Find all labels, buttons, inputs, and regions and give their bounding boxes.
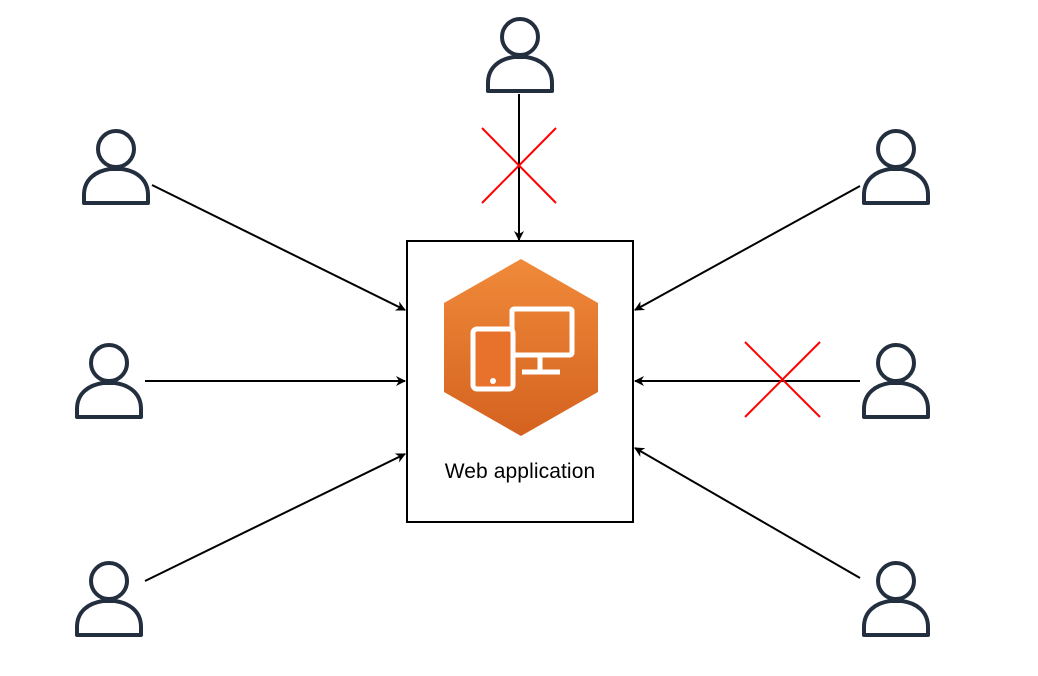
user-icon-top [486,17,554,93]
user-icon-right-middle [862,343,930,419]
user-icon-right-top [862,129,930,205]
user-icon-left-middle [75,343,143,419]
user-icon-right-bottom [862,561,930,637]
arrow-right-bottom [634,447,861,579]
arrow-right-top [634,185,861,311]
devices-icon [444,259,598,436]
blocked-x-icon-top [481,127,557,204]
user-icon-left-bottom [75,561,143,637]
blocked-x-icon-right [744,341,821,418]
user-icon-left-top [82,129,150,205]
web-application-label: Web application [444,460,596,483]
arrow-left-top [151,184,406,311]
arrow-left-bottom [144,453,406,582]
